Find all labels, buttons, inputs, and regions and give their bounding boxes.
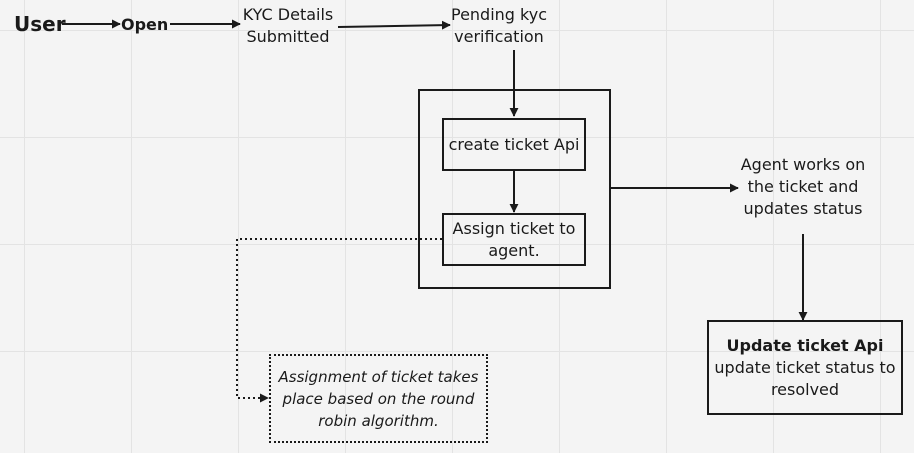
kyc-submitted-line: KYC Details (242, 5, 334, 24)
create-ticket-api-label: create ticket Api (448, 134, 580, 154)
update-ticket-api-title: Update ticket Api (726, 335, 884, 355)
assign-ticket-line: Assign ticket to (452, 218, 576, 238)
agent-works-node: Agent works on the ticket and updates st… (730, 154, 876, 220)
assign-ticket-line: agent. (488, 240, 540, 260)
assign-ticket-box: Assign ticket to agent. (442, 213, 586, 266)
ticket-process-container (418, 89, 611, 289)
agent-works-line: updates status (743, 199, 863, 218)
update-ticket-line: update ticket status to (714, 357, 896, 377)
pending-verification-line: Pending kyc (450, 5, 547, 24)
round-robin-note-line: Assignment of ticket takes (278, 367, 479, 386)
user-node: User (14, 12, 66, 36)
round-robin-note-line: robin algorithm. (318, 411, 439, 430)
round-robin-note: Assignment of ticket takes place based o… (269, 354, 488, 443)
agent-works-line: Agent works on (740, 155, 866, 174)
round-robin-note-line: place based on the round (282, 389, 475, 408)
open-node: Open (121, 15, 169, 34)
update-ticket-line: resolved (770, 379, 840, 399)
kyc-submitted-line: Submitted (246, 27, 330, 46)
arrow-kyc-to-pending (337, 20, 451, 30)
pending-verification-line: verification (454, 27, 544, 46)
pending-verification-node: Pending kyc verification (438, 4, 560, 48)
kyc-submitted-node: KYC Details Submitted (236, 4, 340, 48)
create-ticket-api-box: create ticket Api (442, 118, 586, 171)
update-ticket-api-box: Update ticket Api update ticket status t… (707, 320, 903, 415)
agent-works-line: the ticket and (747, 177, 859, 196)
